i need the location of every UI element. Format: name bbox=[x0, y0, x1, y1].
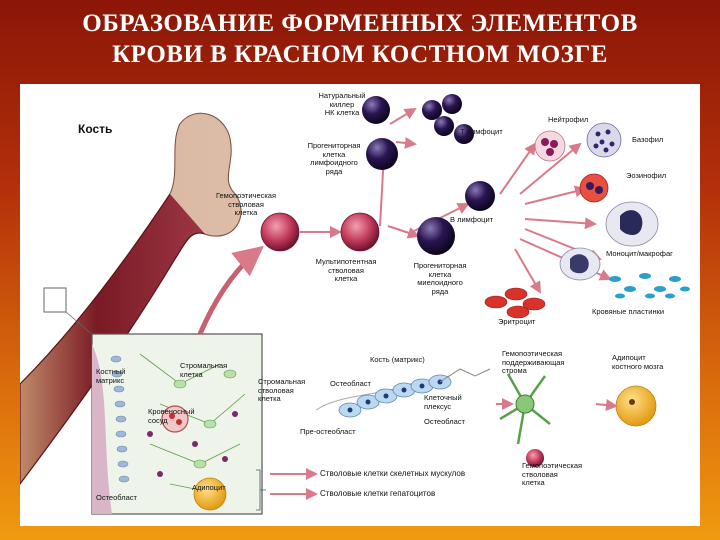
inset-bracket bbox=[256, 469, 266, 511]
label-osteoblast: Остеобласт bbox=[330, 379, 371, 388]
stromal-support-cell bbox=[499, 373, 551, 445]
myeloid-progenitor-cell bbox=[417, 217, 455, 255]
label-platelets: Кровяные пластинки bbox=[592, 307, 665, 316]
label-b-lymphocyte: В лимфоцит bbox=[450, 215, 494, 224]
label-monocyte: Моноцит/макрофаг bbox=[606, 249, 673, 258]
nk-cell bbox=[362, 96, 390, 124]
title-line-2: КРОВИ В КРАСНОМ КОСТНОМ МОЗГЕ bbox=[112, 41, 608, 68]
multipotent-cell bbox=[340, 212, 380, 252]
label-t-lymphocyte: Т лимфоцит bbox=[460, 127, 503, 136]
page-title: ОБРАЗОВАНИЕ ФОРМЕННЫХ ЭЛЕМЕНТОВ КРОВИ В … bbox=[0, 8, 720, 70]
hsc-cell-small bbox=[526, 449, 544, 467]
label-pre-osteoblast: Пре-остеобласт bbox=[300, 427, 356, 436]
platelets bbox=[609, 273, 690, 299]
t-lymphocyte-cluster bbox=[422, 94, 474, 144]
label-osteoblast-left: Остеобласт bbox=[96, 493, 137, 502]
label-basophil: Базофил bbox=[632, 135, 664, 144]
label-bone-matrix-right: Кость (матрикс) bbox=[370, 355, 425, 364]
stromal-arrows bbox=[270, 398, 618, 500]
b-lymphocyte-cell bbox=[465, 181, 495, 211]
label-adipocyte-left: Адипоцит bbox=[192, 483, 226, 492]
eosinophil-cell bbox=[579, 173, 609, 203]
monocyte-cell bbox=[559, 201, 659, 281]
inset-to-hsc-arrow bbox=[197, 245, 264, 335]
title-line-1: ОБРАЗОВАНИЕ ФОРМЕННЫХ ЭЛЕМЕНТОВ bbox=[82, 10, 638, 37]
label-bone: Кость bbox=[78, 122, 113, 136]
lymphoid-progenitor-cell bbox=[366, 138, 398, 170]
hematopoietic-cells bbox=[260, 94, 690, 319]
erythrocytes bbox=[484, 287, 546, 319]
adipocyte-cell bbox=[615, 385, 657, 427]
hsc-cell bbox=[260, 212, 300, 252]
marrow-inset bbox=[91, 333, 263, 515]
label-erythrocyte: Эритроцит bbox=[498, 317, 536, 326]
bone-illustration bbox=[20, 112, 242, 486]
label-hepatocyte-stem: Стволовые клетки гепатоцитов bbox=[320, 489, 436, 498]
label-neutrophil: Нейтрофил bbox=[548, 115, 589, 124]
stromal-diagram bbox=[315, 368, 657, 467]
label-osteoblast-2: Остеобласт bbox=[424, 417, 465, 426]
label-muscle-stem: Стволовые клетки скелетных мускулов bbox=[320, 469, 466, 478]
label-eosinophil: Эозинофил bbox=[626, 171, 667, 180]
basophil-cell bbox=[586, 122, 622, 158]
neutrophil-cell bbox=[534, 130, 566, 162]
diagram-canvas bbox=[20, 94, 690, 515]
